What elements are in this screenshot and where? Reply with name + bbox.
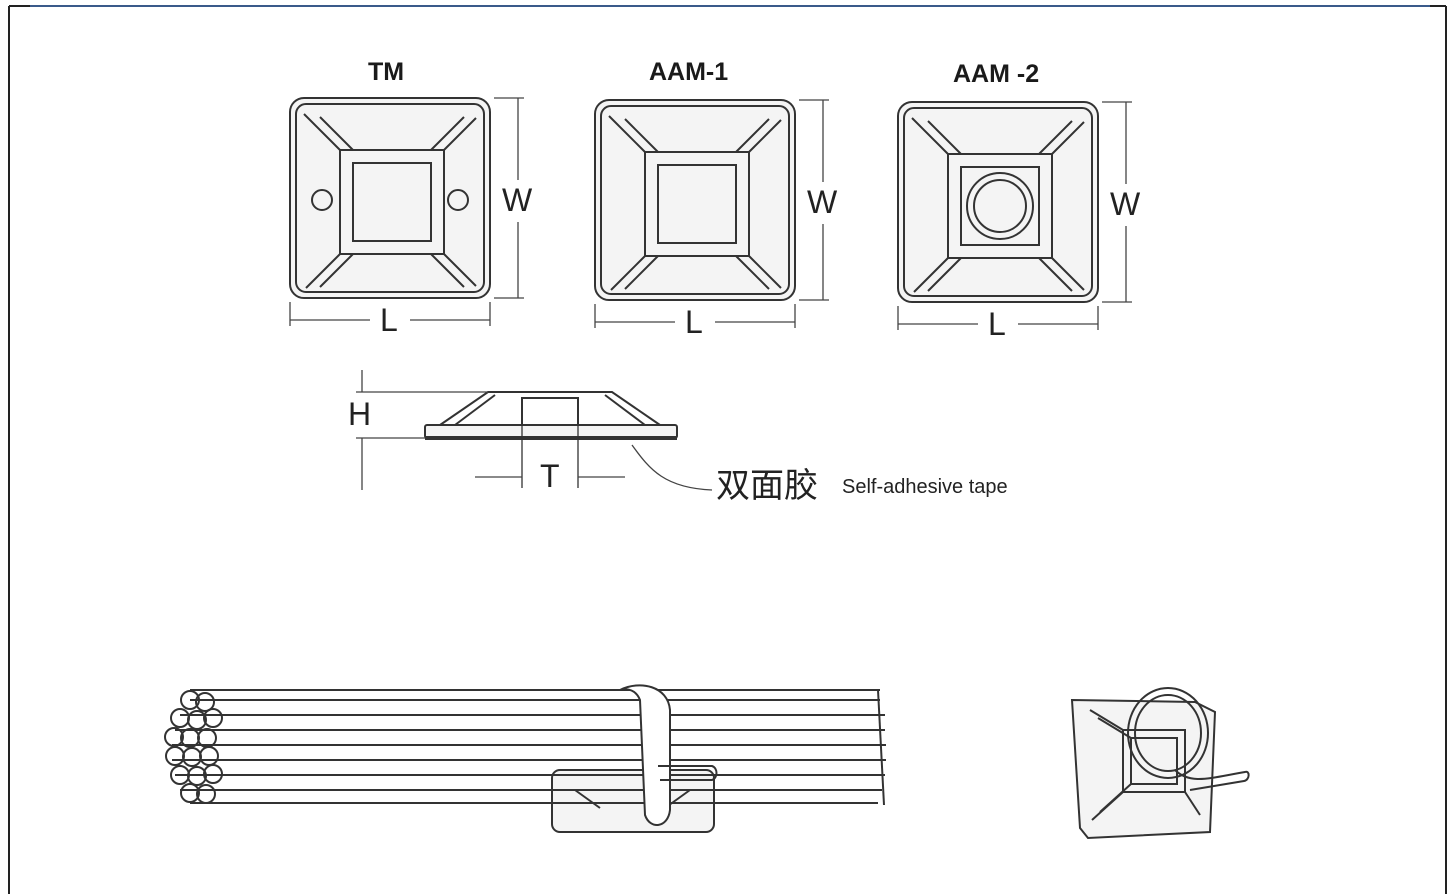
tm-dimension-lines: [289, 97, 524, 326]
model-label-tm: TM: [368, 58, 405, 86]
cable-bundle-illustration: [164, 684, 886, 833]
dim-label-w-aam1: W: [807, 184, 838, 220]
dim-label-t: T: [540, 458, 560, 494]
dim-label-l-tm: L: [380, 302, 398, 338]
aam2-dimension-lines: [897, 101, 1132, 330]
tm-top-view: [289, 97, 491, 299]
dim-label-l-aam2: L: [988, 306, 1006, 342]
tape-label-english: Self-adhesive tape: [842, 476, 1008, 498]
side-dimension-lines: [356, 370, 713, 491]
aam2-top-view: [897, 101, 1099, 303]
side-view: [424, 391, 678, 488]
model-label-aam2: AAM -2: [953, 60, 1040, 88]
mount-with-tie-illustration: [1070, 687, 1250, 840]
dim-label-w-tm: W: [502, 182, 533, 218]
dim-label-l-aam1: L: [685, 304, 703, 340]
model-label-aam1: AAM-1: [649, 58, 729, 86]
dim-label-h: H: [348, 396, 372, 432]
tape-label-chinese: 双面胶: [716, 466, 818, 506]
aam1-top-view: [594, 99, 796, 301]
aam1-dimension-lines: [594, 99, 829, 328]
dim-label-w-aam2: W: [1110, 186, 1141, 222]
